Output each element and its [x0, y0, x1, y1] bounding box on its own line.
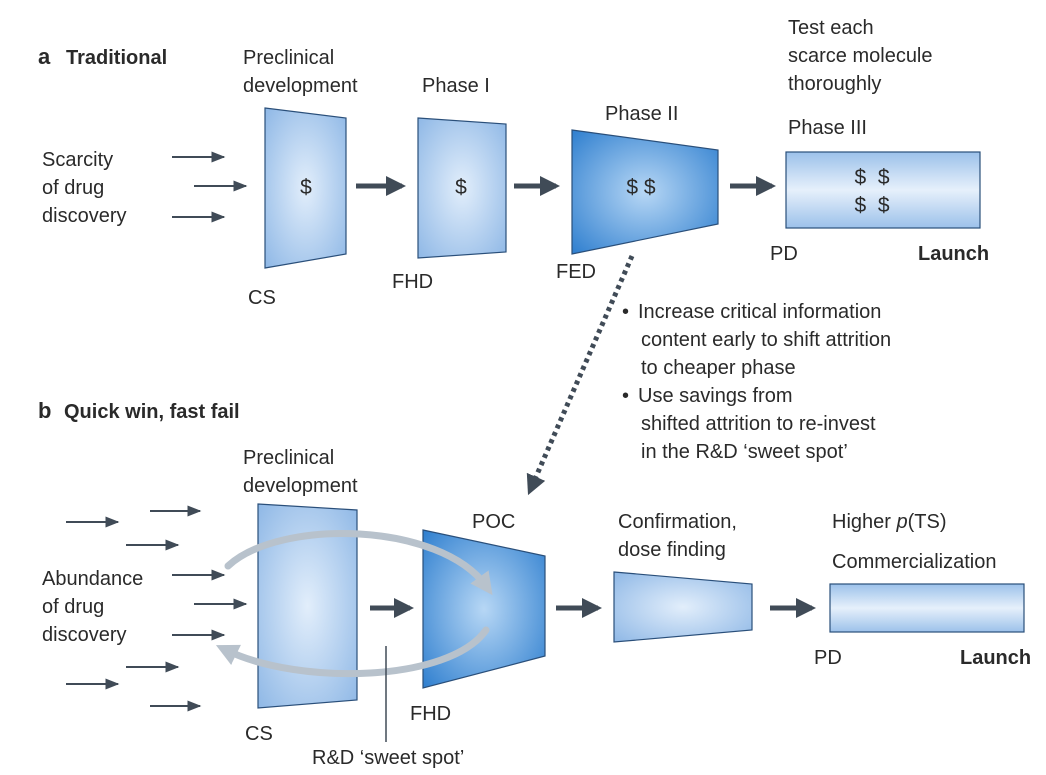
- panel-a-input-label: Scarcity of drug discovery: [42, 149, 126, 227]
- panel-b-fhd-label: FHD: [410, 703, 451, 725]
- svg-text:•: •: [622, 301, 629, 323]
- panel-a-phase3-cost-2: $ $: [854, 194, 889, 217]
- svg-text:dose finding: dose finding: [618, 539, 726, 561]
- panel-b-poc-label: POC: [472, 511, 515, 533]
- sweet-spot-label: R&D ‘sweet spot’: [312, 747, 464, 769]
- svg-text:of drug: of drug: [42, 177, 104, 199]
- panel-a-phase2-cost: $ $: [626, 176, 656, 199]
- panel-b-preclinical-box: [257, 503, 358, 709]
- svg-text:of drug: of drug: [42, 596, 104, 618]
- svg-text:in the R&D ‘sweet spot’: in the R&D ‘sweet spot’: [641, 441, 848, 463]
- panel-a-phase2-label: Phase II: [605, 103, 678, 125]
- panel-a-cs-label: CS: [248, 287, 276, 309]
- panel-a-preclinical-label: Preclinical development: [243, 47, 358, 97]
- panel-b-pd-label: PD: [814, 647, 842, 669]
- middle-note-bullet-2: • Use savings from shifted attrition to …: [622, 385, 876, 463]
- panel-a-phase3-box: [785, 151, 981, 229]
- svg-text:Confirmation,: Confirmation,: [618, 511, 737, 533]
- svg-text:Abundance: Abundance: [42, 568, 143, 590]
- svg-text:discovery: discovery: [42, 624, 126, 646]
- svg-text:development: development: [243, 475, 358, 497]
- svg-text:Scarcity: Scarcity: [42, 149, 113, 171]
- panel-a-fed-label: FED: [556, 261, 596, 283]
- shift-dotted-arrow: [526, 255, 635, 496]
- svg-text:Increase critical information: Increase critical information: [638, 301, 881, 323]
- panel-b-confirmation-box: [613, 571, 753, 643]
- panel-a-note: Test each scarce molecule thoroughly: [788, 17, 933, 95]
- panel-a-input-arrows: [172, 151, 248, 223]
- panel-b-higher-pts-label: Higher p(TS): [832, 511, 947, 533]
- panel-b-commercialization-label: Commercialization: [832, 551, 997, 573]
- svg-text:discovery: discovery: [42, 205, 126, 227]
- panel-b-confirmation-label: Confirmation, dose finding: [618, 511, 737, 561]
- panel-b-preclinical-label: Preclinical development: [243, 447, 358, 497]
- svg-text:Preclinical: Preclinical: [243, 447, 334, 469]
- svg-text:scarce molecule: scarce molecule: [788, 45, 933, 67]
- panel-b-launch-label: Launch: [960, 647, 1031, 669]
- svg-text:•: •: [622, 385, 629, 407]
- panel-a-phase3-cost-1: $ $: [854, 166, 889, 189]
- panel-a-letter: a: [38, 44, 51, 69]
- loop-arrow-forward: [224, 530, 493, 596]
- panel-a-preclinical-box: [264, 107, 347, 269]
- panel-a-phase1-label: Phase I: [422, 75, 490, 97]
- svg-text:development: development: [243, 75, 358, 97]
- svg-text:Preclinical: Preclinical: [243, 47, 334, 69]
- panel-a-phase1-cost: $: [455, 176, 467, 199]
- panel-b-input-arrows: [66, 505, 248, 712]
- panel-a-launch-label: Launch: [918, 243, 989, 265]
- panel-b-commercialization-box: [829, 583, 1025, 633]
- panel-b-title: Quick win, fast fail: [64, 401, 240, 423]
- panel-b-letter: b: [38, 398, 51, 423]
- panel-a-pd-label: PD: [770, 243, 798, 265]
- svg-text:content early to shift attriti: content early to shift attrition: [641, 329, 891, 351]
- panel-a-title: Traditional: [66, 47, 167, 69]
- panel-a-preclinical-cost: $: [300, 176, 312, 199]
- svg-text:Use savings from: Use savings from: [638, 385, 793, 407]
- svg-text:thoroughly: thoroughly: [788, 73, 881, 95]
- panel-b-input-label: Abundance of drug discovery: [42, 568, 143, 646]
- panel-a-phase2-box: [571, 129, 719, 255]
- panel-a-fhd-label: FHD: [392, 271, 433, 293]
- panel-b-poc-box: [422, 529, 546, 689]
- panel-b-cs-label: CS: [245, 723, 273, 745]
- panel-a-phase3-label: Phase III: [788, 117, 867, 139]
- panel-a-phase1-box: [417, 117, 507, 259]
- loop-arrow-return: [215, 626, 490, 678]
- middle-note-bullet-1: • Increase critical information content …: [622, 301, 891, 379]
- svg-text:Test each: Test each: [788, 17, 874, 39]
- svg-text:shifted attrition to re-invest: shifted attrition to re-invest: [641, 413, 876, 435]
- svg-text:to cheaper phase: to cheaper phase: [641, 357, 796, 379]
